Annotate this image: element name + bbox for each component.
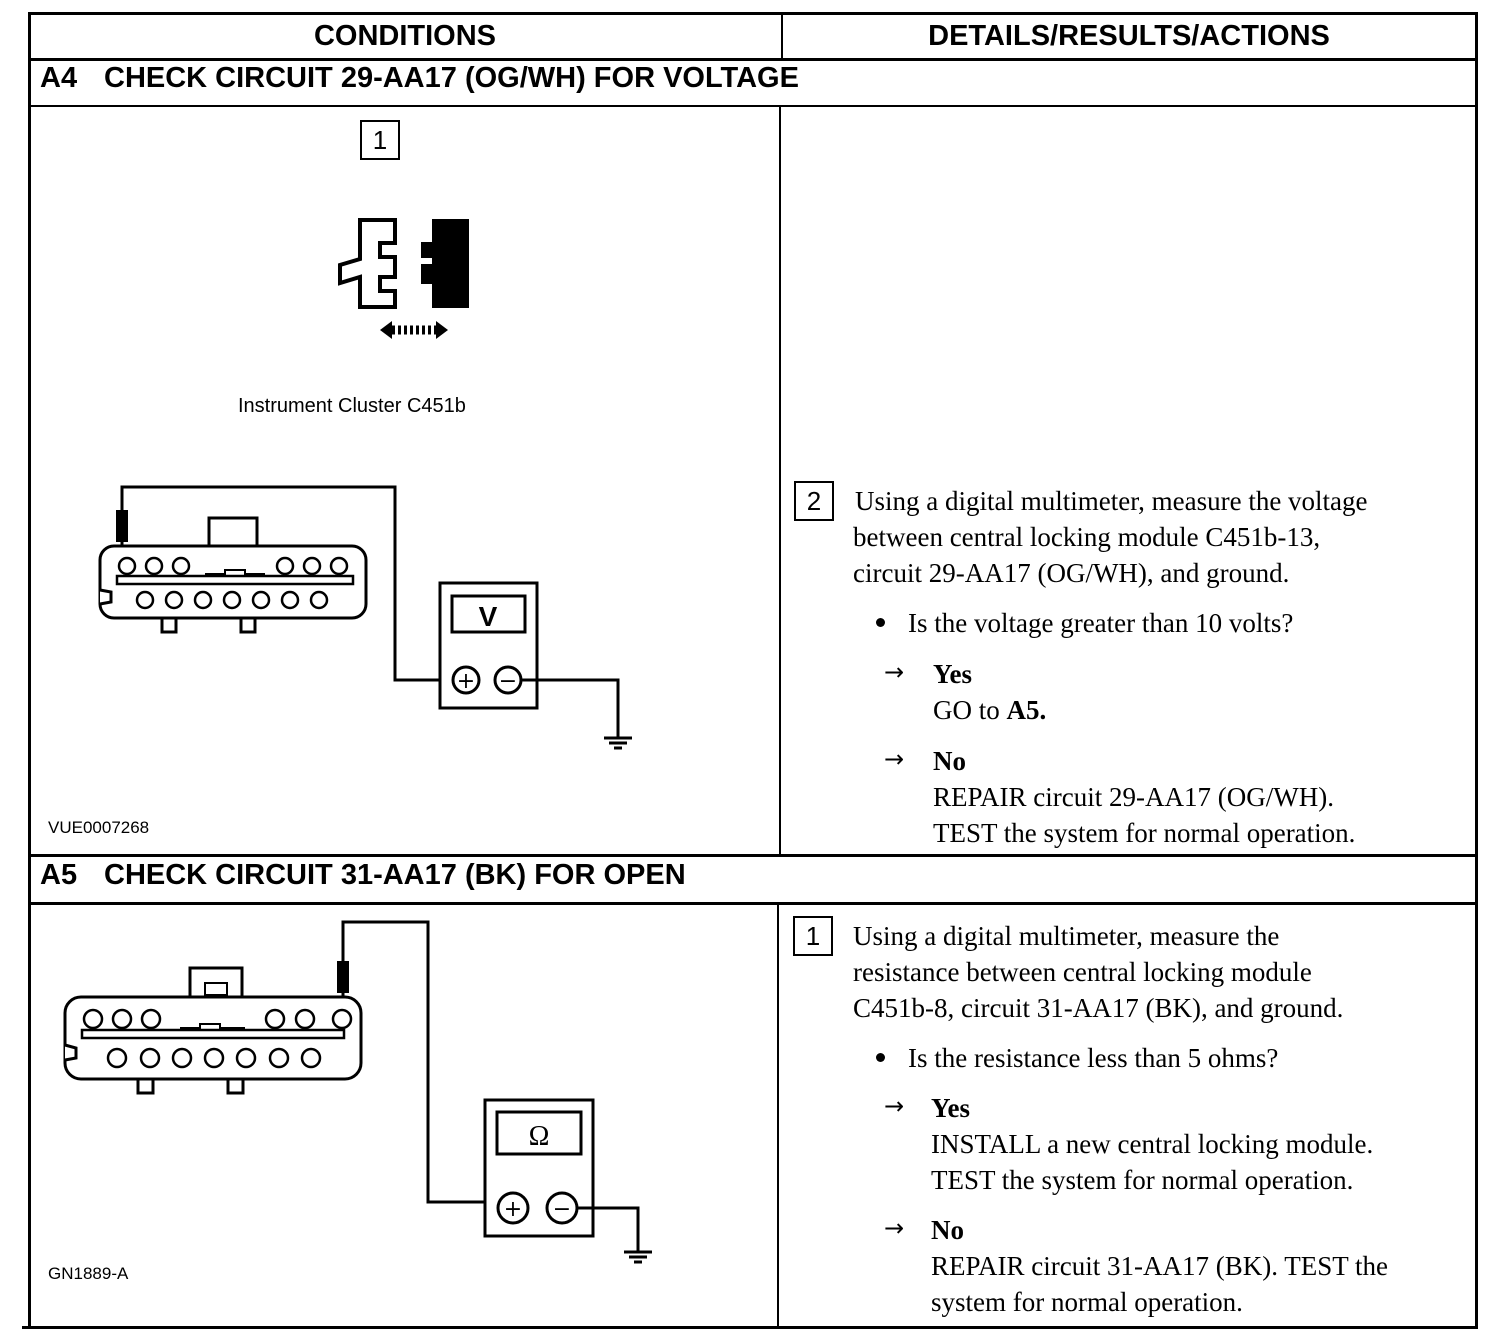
a4-figure-id: VUE0007268	[48, 818, 150, 837]
a5-no-action-line-2: system for normal operation.	[931, 1287, 1243, 1317]
a5-ground-icon	[624, 1250, 652, 1264]
a5-no-arrow-icon: →	[884, 1214, 905, 1242]
a4-plus-terminal-icon: +	[457, 669, 475, 694]
a4-step-1-box: 1	[360, 120, 400, 160]
a4-instruction-line-1: Using a digital multimeter, measure the …	[855, 486, 1368, 516]
a4-minus-terminal-icon: −	[499, 669, 517, 694]
a5-question: Is the resistance less than 5 ohms?	[908, 1043, 1279, 1073]
a5-yes-arrow-icon: →	[884, 1092, 905, 1120]
a4-code: A4	[40, 62, 78, 94]
a5-no-action-line-1: REPAIR circuit 31-AA17 (BK). TEST the	[931, 1251, 1388, 1281]
a4-column-divider	[779, 105, 781, 856]
a5-code: A5	[40, 859, 78, 891]
a4-no-action-line-2: TEST the system for normal operation.	[933, 818, 1356, 848]
a4-connector-caption: Instrument Cluster C451b	[238, 395, 466, 417]
a4-ground-icon	[604, 736, 632, 750]
table-bottom-border	[22, 1326, 1478, 1329]
a4-no-arrow-icon: →	[884, 745, 905, 773]
a4-yes-action: GO to A5.	[933, 692, 1046, 728]
a4-title-divider	[28, 105, 1478, 107]
a4-no-action-line-1: REPAIR circuit 29-AA17 (OG/WH).	[933, 782, 1334, 812]
a4-yes-arrow-icon: →	[884, 658, 905, 686]
a5-instruction-line-3: C451b-8, circuit 31-AA17 (BK), and groun…	[853, 993, 1344, 1023]
a4-instruction-line-3: circuit 29-AA17 (OG/WH), and ground.	[853, 558, 1290, 588]
a4-yes-label: Yes	[933, 659, 972, 689]
a5-yes-action-line-2: TEST the system for normal operation.	[931, 1165, 1354, 1195]
conditions-column-header: CONDITIONS	[313, 19, 497, 52]
a5-instruction-line-2: resistance between central locking modul…	[853, 957, 1312, 987]
a5-meter-symbol: Ω	[529, 1121, 550, 1152]
a4-question-bullet	[876, 618, 885, 627]
a4-connector-probe-diagram: V + −	[98, 485, 632, 750]
a4-no-label: No	[933, 746, 966, 776]
a4-instruction-line-2: between central locking module C451b-13,	[853, 522, 1321, 552]
header-column-divider	[781, 12, 783, 60]
header-divider	[28, 58, 1478, 61]
a4-yes-action-prefix: GO to	[933, 695, 1007, 725]
table-left-border	[28, 12, 31, 1329]
a4-question: Is the voltage greater than 10 volts?	[908, 608, 1294, 638]
a5-column-divider	[777, 902, 779, 1328]
details-column-header: DETAILS/RESULTS/ACTIONS	[928, 19, 1330, 52]
a5-plus-terminal-icon: +	[504, 1197, 522, 1222]
a5-instruction-line-1: Using a digital multimeter, measure the	[853, 921, 1280, 951]
a5-step-1-box: 1	[793, 916, 833, 956]
a4-bottom-divider	[28, 854, 1478, 857]
a5-yes-action-line-1: INSTALL a new central locking module.	[931, 1129, 1374, 1159]
a4-yes-action-target[interactable]: A5.	[1006, 695, 1047, 725]
separation-arrow-icon	[380, 321, 448, 339]
a5-title-divider	[28, 902, 1478, 905]
a5-section-title: A5 CHECK CIRCUIT 31-AA17 (BK) FOR OPEN	[40, 859, 686, 892]
table-right-border	[1475, 12, 1478, 1329]
a5-title-text: CHECK CIRCUIT 31-AA17 (BK) FOR OPEN	[104, 859, 686, 891]
a5-no-label: No	[931, 1215, 964, 1245]
a4-section-title: A4 CHECK CIRCUIT 29-AA17 (OG/WH) FOR VOLT…	[40, 62, 799, 95]
a4-meter-symbol: V	[479, 601, 498, 632]
a5-figure-id: GN1889-A	[48, 1264, 129, 1283]
table-top-border	[28, 12, 1478, 15]
a5-minus-terminal-icon: −	[553, 1197, 571, 1222]
connector-disconnect-icon	[338, 218, 469, 339]
a5-yes-label: Yes	[931, 1093, 970, 1123]
a4-title-text: CHECK CIRCUIT 29-AA17 (OG/WH) FOR VOLTAG…	[104, 62, 799, 94]
a4-step-2-box: 2	[794, 481, 834, 521]
a5-connector-probe-diagram: Ω + −	[63, 920, 652, 1264]
a5-question-bullet	[876, 1053, 885, 1062]
